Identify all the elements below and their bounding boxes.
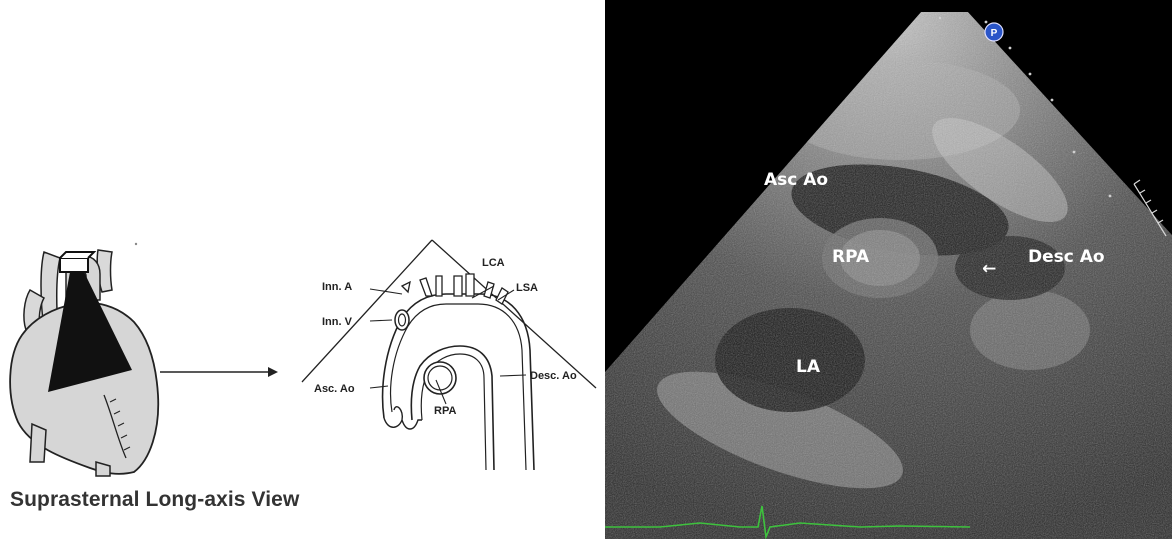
label-rpa: RPA [434,405,456,417]
sector-edge-right [432,240,596,388]
probe-orientation-badge: P [985,23,1003,41]
figure-caption: Suprasternal Long-axis View [10,488,299,512]
sector-edge-left [302,240,432,382]
arrow-right-icon [160,367,278,377]
echo-label-desc-ao: Desc Ao [1028,247,1105,267]
label-inn-a: Inn. A [322,281,352,293]
echo-label-rpa: RPA [832,247,870,267]
label-desc-ao: Desc. Ao [530,370,577,382]
echo-arrow: ← [982,259,996,279]
label-lca: LCA [482,257,505,269]
label-inn-v: Inn. V [322,316,353,328]
echocardiogram-image: P Asc Ao RPA Desc Ao LA ← [605,0,1172,539]
aortic-arch-schematic-icon: LCA Inn. A LSA Inn. V Asc. Ao Desc. Ao R… [302,240,596,470]
label-lsa: LSA [516,282,538,294]
echo-label-asc-ao: Asc Ao [764,170,828,190]
heart-with-probe-icon [10,243,158,476]
echo-label-la: LA [796,357,821,377]
label-asc-ao: Asc. Ao [314,383,355,395]
svg-text:P: P [991,28,998,39]
